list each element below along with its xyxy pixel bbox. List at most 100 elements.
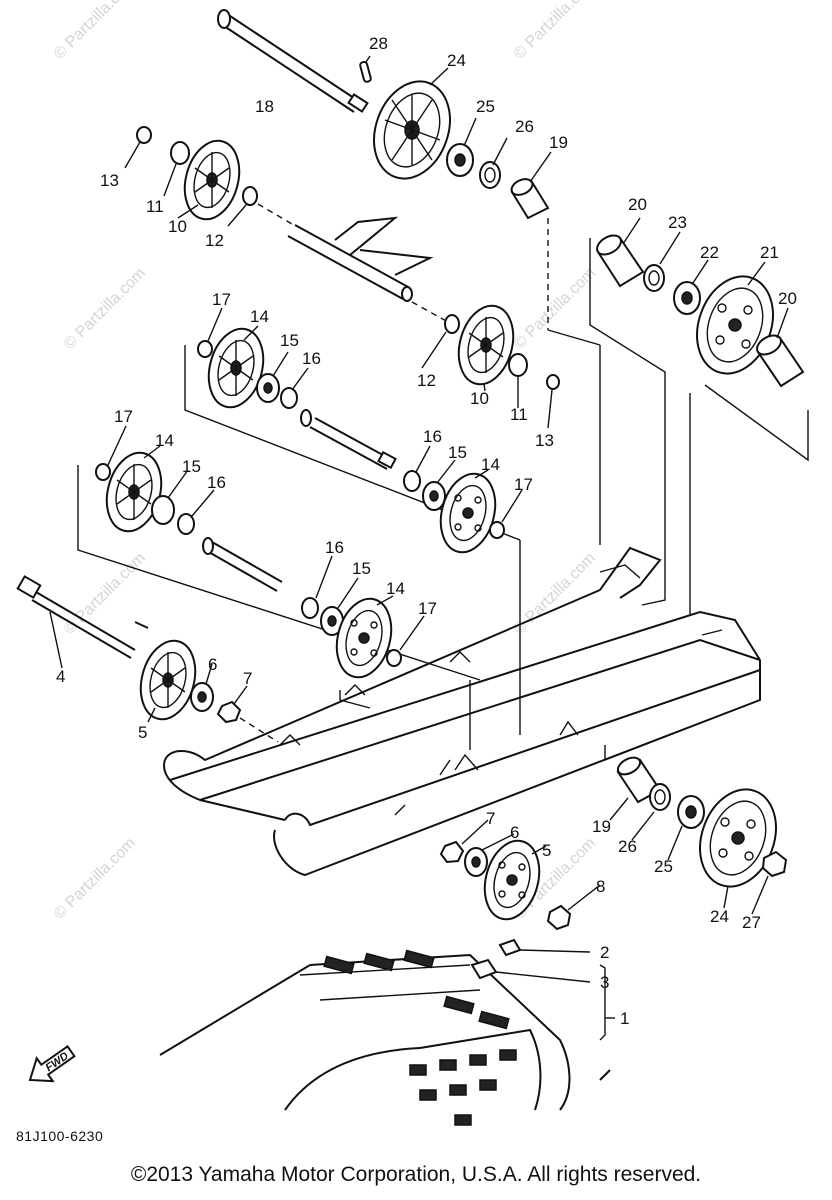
nut-17-illustration	[386, 649, 402, 667]
watermark: © Partzilla.com	[61, 265, 149, 353]
axle-illustration	[300, 409, 397, 470]
label-11: 11	[510, 405, 528, 424]
leader-line	[519, 949, 591, 953]
label-13: 13	[535, 431, 554, 450]
label-24: 24	[447, 51, 466, 70]
diagram-code: 81J100-6230	[16, 1128, 104, 1144]
nut-13-right-illustration	[546, 374, 560, 390]
label-26: 26	[618, 837, 637, 856]
nut-13-left-illustration	[136, 126, 152, 144]
axle-illustration	[202, 537, 283, 592]
washer-16-illustration	[301, 597, 319, 619]
slide-rail-illustration	[163, 546, 761, 877]
leader-lines	[49, 55, 789, 915]
clip-2-illustration	[498, 938, 522, 957]
collar-20-right-illustration	[756, 334, 805, 388]
label-20: 20	[778, 289, 797, 308]
label-4: 4	[56, 667, 65, 686]
front-direction-arrow: FWD	[28, 1045, 76, 1083]
wheel-10-left-illustration	[183, 139, 241, 221]
label-16: 16	[423, 427, 442, 446]
washer-26-lower-illustration	[649, 783, 671, 811]
wheel-24-lower-illustration	[699, 788, 777, 888]
nut-17-illustration	[489, 521, 505, 539]
wheel-21-illustration	[696, 275, 774, 375]
label-14: 14	[386, 579, 405, 598]
watermark: © Partzilla.com	[511, 265, 599, 353]
bearing-11-left-illustration	[170, 141, 190, 165]
watermark: © Partzilla.com	[51, 835, 139, 923]
washer-16-illustration	[177, 513, 195, 535]
dash-line	[257, 203, 293, 225]
parts-diagram: © Partzilla.com © Partzilla.com © Partzi…	[16, 0, 809, 1126]
label-7: 7	[243, 669, 252, 688]
label-16: 16	[325, 538, 344, 557]
label-15: 15	[280, 331, 299, 350]
label-12: 12	[417, 371, 436, 390]
label-28: 28	[369, 34, 388, 53]
collar-20-upper-illustration	[596, 234, 645, 288]
label-5: 5	[542, 841, 551, 860]
label-1: 1	[620, 1009, 629, 1028]
label-17: 17	[418, 599, 437, 618]
label-14: 14	[481, 455, 500, 474]
wheel-5-left-illustration	[139, 639, 197, 721]
label-25: 25	[476, 97, 495, 116]
copyright-notice: ©2013 Yamaha Motor Corporation, U.S.A. A…	[130, 1163, 702, 1186]
washer-16-illustration	[280, 387, 298, 409]
nut-7-left-illustration	[216, 700, 242, 724]
label-19: 19	[549, 133, 568, 152]
label-6: 6	[208, 655, 217, 674]
bolt-4-illustration	[16, 575, 149, 659]
label-10: 10	[470, 389, 489, 408]
wheel-14-illustration	[439, 472, 497, 554]
label-15: 15	[182, 457, 201, 476]
label-15: 15	[448, 443, 467, 462]
nut-27-illustration	[761, 850, 788, 878]
wheel-14-illustration	[105, 451, 163, 533]
bracket-outline	[547, 329, 601, 346]
label-10: 10	[168, 217, 187, 236]
label-20: 20	[628, 195, 647, 214]
label-14: 14	[250, 307, 269, 326]
label-6: 6	[510, 823, 519, 842]
label-26: 26	[515, 117, 534, 136]
track-1-illustration	[159, 949, 611, 1126]
shaft-18-illustration	[217, 9, 369, 113]
label-2: 2	[600, 943, 609, 962]
label-11: 11	[146, 197, 164, 216]
label-17: 17	[212, 290, 231, 309]
pin-28-illustration	[359, 60, 372, 83]
idler-cross-shaft-illustration	[287, 216, 434, 302]
label-19: 19	[592, 817, 611, 836]
leader-line	[495, 971, 591, 983]
label-8: 8	[596, 877, 605, 896]
wheel-14-illustration	[207, 327, 265, 409]
label-15: 15	[352, 559, 371, 578]
label-5: 5	[138, 723, 147, 742]
bracket-outline	[604, 699, 761, 762]
label-18: 18	[255, 97, 274, 116]
bracket-outline	[704, 384, 809, 462]
label-16: 16	[302, 349, 321, 368]
washer-26-top-illustration	[479, 161, 501, 189]
wheel-24-top-illustration	[373, 80, 451, 180]
label-12: 12	[205, 231, 224, 250]
bushing-12-left-illustration	[242, 186, 258, 206]
watermark: © Partzilla.com	[511, 550, 599, 638]
wheel-10-right-illustration	[457, 304, 515, 386]
bracket-outline	[339, 690, 371, 709]
label-25: 25	[654, 857, 673, 876]
nut-7-lower-illustration	[439, 840, 465, 864]
label-23: 23	[668, 213, 687, 232]
label-17: 17	[114, 407, 133, 426]
nut-8-illustration	[546, 904, 572, 931]
bearing-15-illustration	[151, 495, 175, 525]
label-27: 27	[742, 913, 761, 932]
bearing-11-right-illustration	[508, 353, 528, 377]
label-22: 22	[700, 243, 719, 262]
washer-23-illustration	[643, 264, 665, 292]
bushing-12-right-illustration	[444, 314, 460, 334]
watermark: © Partzilla.com	[51, 0, 139, 63]
watermark: © Partzilla.com	[511, 0, 599, 63]
